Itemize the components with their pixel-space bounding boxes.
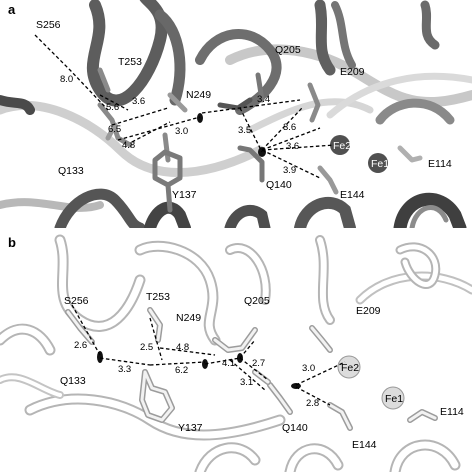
panel-a-dark-ribbons xyxy=(0,0,467,235)
distance-label: 3.1 xyxy=(240,377,253,388)
distance-label: 3.4 xyxy=(257,94,270,105)
distance-label: 2.5 xyxy=(140,342,153,353)
label-fe2-b: Fe2 xyxy=(341,362,359,374)
distance-label: 4.8 xyxy=(122,140,135,151)
label-n249: N249 xyxy=(186,89,211,101)
label-q133: Q133 xyxy=(58,165,84,177)
panel-b-metals xyxy=(337,355,405,410)
label-e144: E144 xyxy=(352,439,377,451)
distance-label: 3.9 xyxy=(283,165,296,176)
label-q140: Q140 xyxy=(282,422,308,434)
label-fe1-a: Fe1 xyxy=(371,158,389,170)
label-t253: T253 xyxy=(118,56,142,68)
label-q205: Q205 xyxy=(244,295,270,307)
panel-b-ribbons xyxy=(0,234,472,472)
label-fe2-a: Fe2 xyxy=(333,140,351,152)
distance-label: 3.6 xyxy=(283,122,296,133)
distance-label: 3.5 xyxy=(238,125,251,136)
label-fe1-b: Fe1 xyxy=(385,393,403,405)
label-e209: E209 xyxy=(340,66,365,78)
panel-a-metals xyxy=(330,135,388,173)
fe1-ion xyxy=(381,386,405,410)
panel-a: a S256 T253 N249 Q205 E209 Q133 Y137 Q14… xyxy=(0,0,472,235)
fe2-ion xyxy=(330,135,350,155)
label-y137: Y137 xyxy=(172,189,197,201)
fe1-ion xyxy=(368,153,388,173)
distance-label: 3.6 xyxy=(132,96,145,107)
distance-label: 3.0 xyxy=(175,126,188,137)
panel-b-letter: b xyxy=(8,235,16,250)
distance-label: 3.0 xyxy=(302,363,315,374)
fe2-ion xyxy=(337,355,361,379)
label-y137: Y137 xyxy=(178,422,203,434)
panel-a-contacts xyxy=(34,34,336,179)
label-e114: E114 xyxy=(440,406,464,418)
panel-b-contacts xyxy=(71,304,346,406)
label-e144: E144 xyxy=(340,189,365,201)
distance-label: 2.7 xyxy=(252,358,265,369)
distance-label: 3.3 xyxy=(118,364,131,375)
distance-label: 6.2 xyxy=(175,365,188,376)
label-t253: T253 xyxy=(146,291,170,303)
panel-divider xyxy=(0,228,472,232)
distance-label: 5.6 xyxy=(106,102,119,113)
distance-label: 4.8 xyxy=(176,342,189,353)
label-q205: Q205 xyxy=(275,44,301,56)
label-q133: Q133 xyxy=(60,375,86,387)
distance-label: 4.1 xyxy=(222,358,235,369)
distance-label: 6.5 xyxy=(108,124,121,135)
label-q140: Q140 xyxy=(266,179,292,191)
label-s256: S256 xyxy=(36,19,61,31)
panel-a-letter: a xyxy=(8,2,16,17)
label-s256: S256 xyxy=(64,295,89,307)
panel-a-sticks xyxy=(97,67,423,213)
panel-b-sticks xyxy=(65,307,438,431)
panel-b: b S256 T253 N249 Q205 E209 Q133 Y137 Q14… xyxy=(0,232,472,472)
label-e114: E114 xyxy=(428,158,452,170)
distance-label: 2.6 xyxy=(74,340,87,351)
distance-label: 2.8 xyxy=(306,398,319,409)
distance-label: 8.0 xyxy=(60,74,73,85)
distance-label: 3.6 xyxy=(286,141,299,152)
label-n249: N249 xyxy=(176,312,201,324)
label-e209: E209 xyxy=(356,305,381,317)
